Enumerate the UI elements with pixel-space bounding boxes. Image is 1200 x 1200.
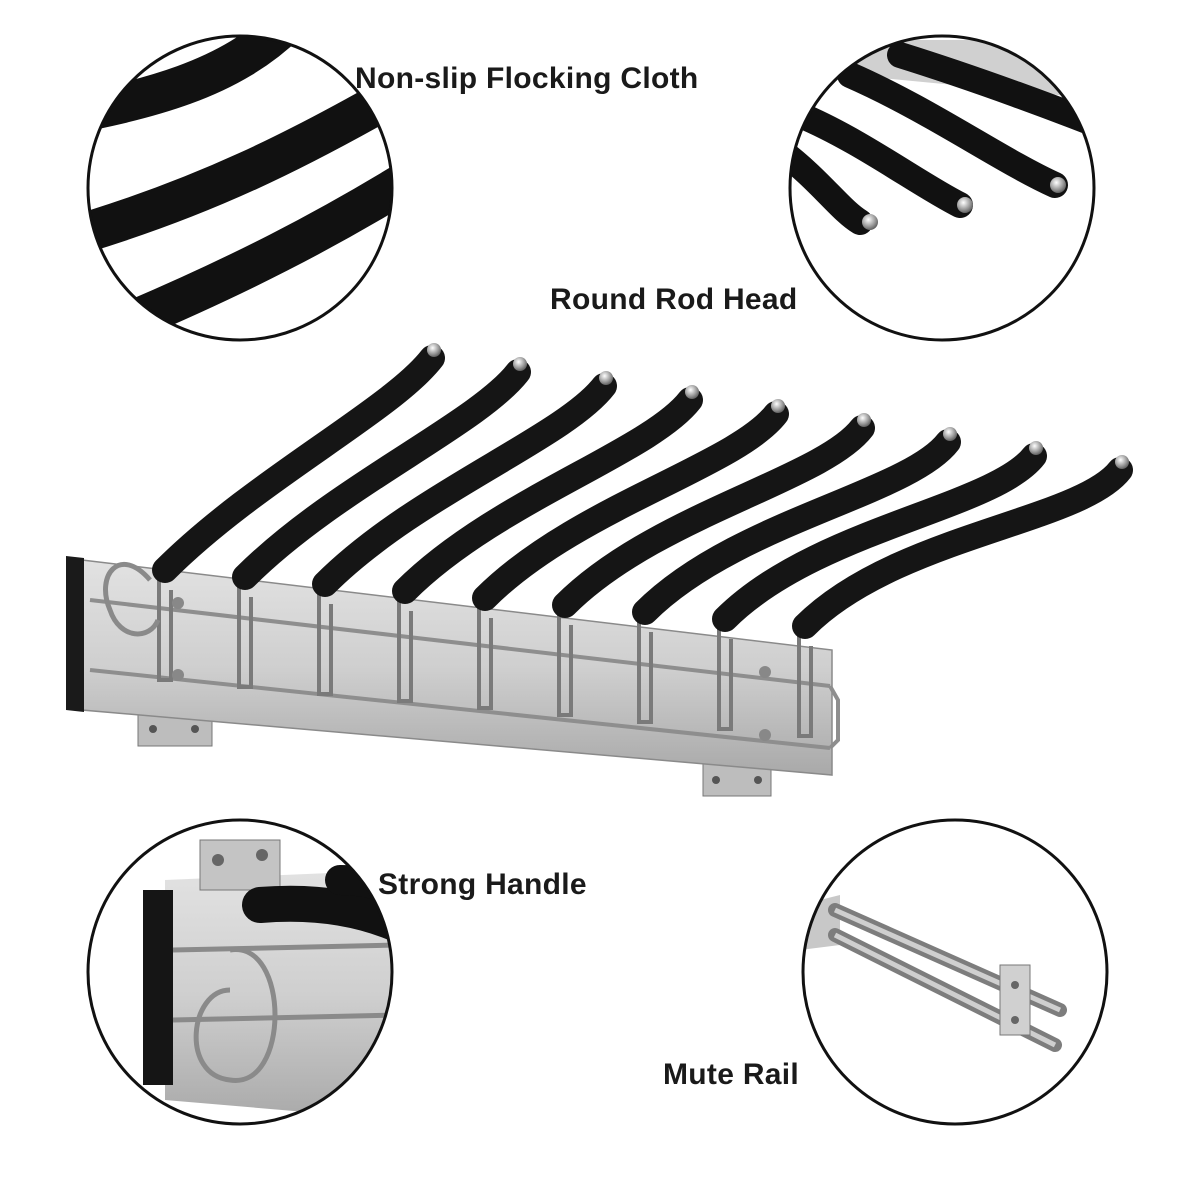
rod-hook xyxy=(797,626,813,738)
rod-head-ball xyxy=(771,399,785,413)
rod-hook xyxy=(397,591,413,703)
rod-hook xyxy=(477,598,493,710)
rod-head-ball xyxy=(685,385,699,399)
rod-hook xyxy=(157,570,173,682)
rod-hook xyxy=(637,612,653,724)
rod-head-ball xyxy=(857,413,871,427)
main-rack-illustration xyxy=(66,343,1133,797)
foam-rod xyxy=(552,415,875,618)
foam-rod xyxy=(632,429,961,625)
label-strong-handle: Strong Handle xyxy=(378,868,587,901)
end-cap xyxy=(66,556,84,712)
rod-hook xyxy=(317,584,333,696)
label-round-rod-head: Round Rod Head xyxy=(550,283,798,316)
rail-bolts xyxy=(172,597,771,741)
foam-rod xyxy=(472,401,789,611)
label-mute-rail: Mute Rail xyxy=(663,1058,800,1091)
detail-circle-rod-head xyxy=(788,34,1096,342)
chrome-frame xyxy=(89,598,840,750)
rod-head-ball xyxy=(427,343,441,357)
foam-rod xyxy=(312,373,617,597)
foam-rod xyxy=(232,359,531,590)
detail-circle-handle xyxy=(86,818,394,1126)
rod-head-ball xyxy=(943,427,957,441)
rod-hook xyxy=(557,605,573,717)
rod-head-ball xyxy=(1115,455,1129,469)
label-flocking-cloth: Non-slip Flocking Cloth xyxy=(355,62,699,95)
rod-head-ball xyxy=(513,357,527,371)
handle-ring xyxy=(103,561,161,637)
rod-head-ball xyxy=(1029,441,1043,455)
foam-rod xyxy=(392,387,703,604)
rod-hook xyxy=(717,619,733,731)
foam-rod xyxy=(712,443,1047,632)
detail-circle-mute-rail xyxy=(801,818,1109,1126)
foam-rod xyxy=(152,345,445,583)
foam-rod xyxy=(792,457,1133,639)
foam-rods xyxy=(152,343,1133,639)
rod-hook xyxy=(237,577,253,689)
rod-head-ball xyxy=(599,371,613,385)
rod-hooks xyxy=(157,570,813,738)
